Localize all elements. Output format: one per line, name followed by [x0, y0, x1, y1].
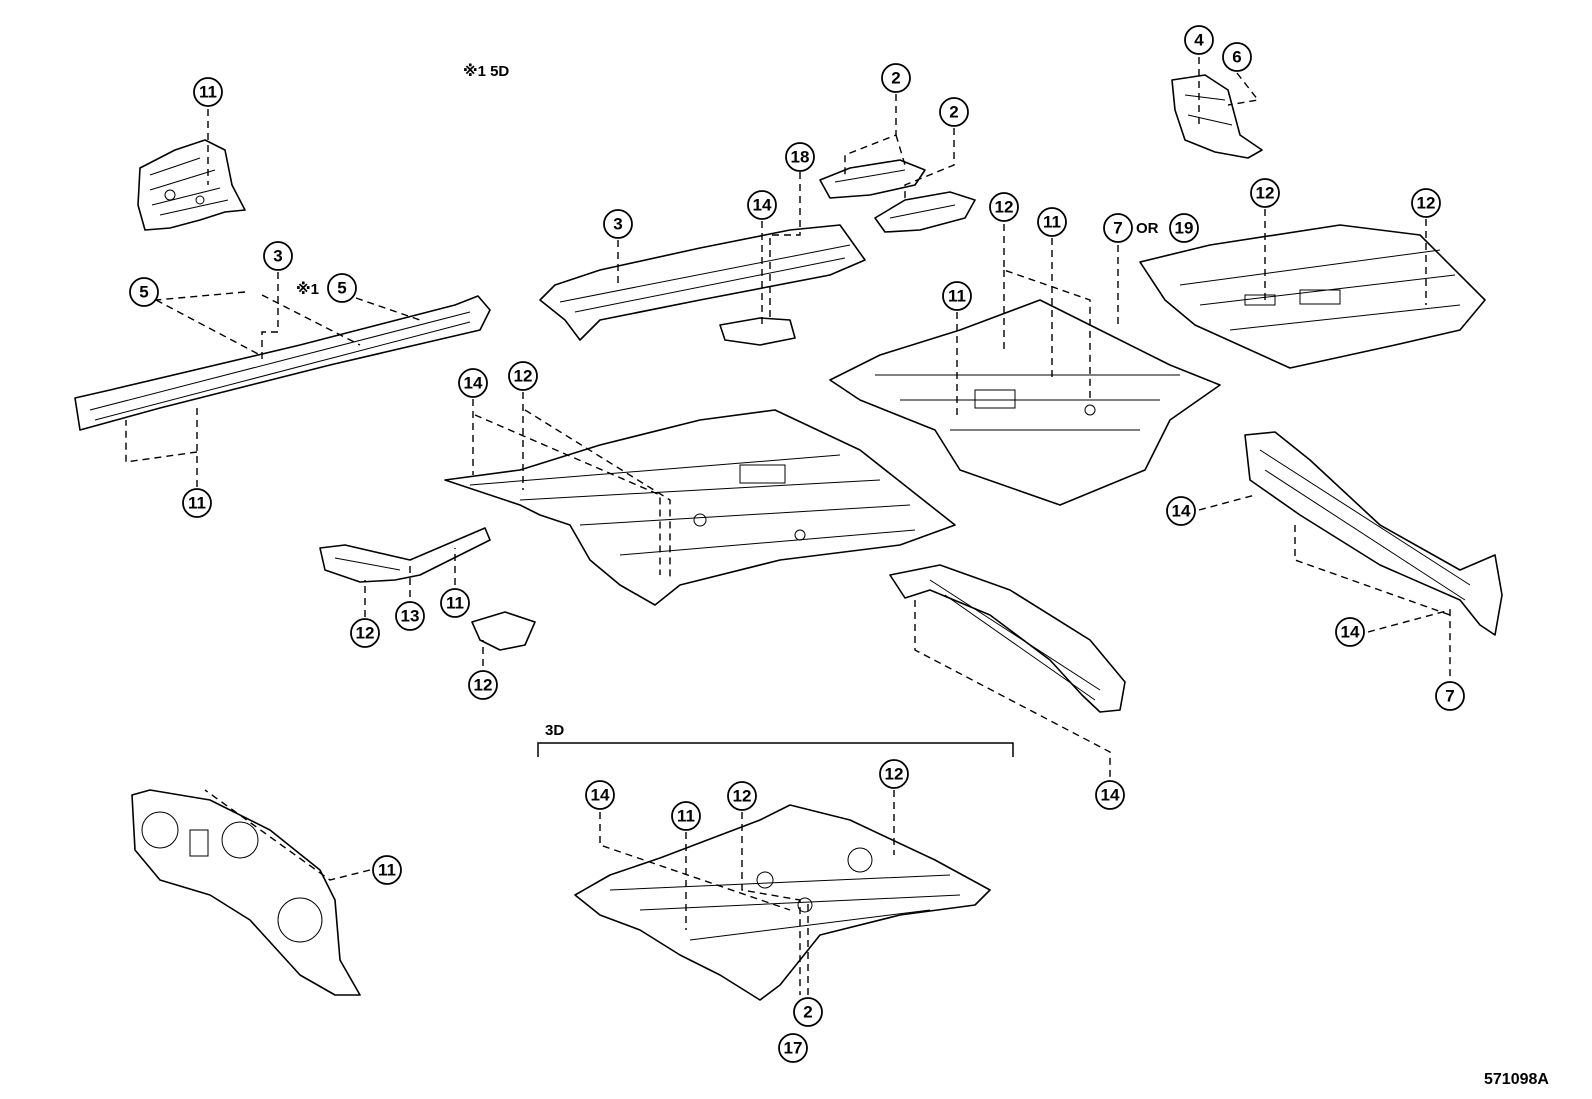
callout-12-right-pan-b: 12 [1411, 188, 1441, 218]
part-side-rail-rear-center [889, 564, 1126, 713]
svg-text:7: 7 [1445, 687, 1454, 706]
svg-text:12: 12 [474, 676, 493, 695]
callout-2-upper: 2 [881, 63, 911, 93]
callout-11-bracket: 11 [440, 588, 470, 618]
svg-text:2: 2 [803, 1003, 812, 1022]
svg-text:3: 3 [613, 215, 622, 234]
callout-7-lower: 7 [1435, 681, 1465, 711]
callout-12-front-pan: 12 [508, 361, 538, 391]
part-bracket-small-center [719, 317, 796, 346]
note-variant-5d: ※1 5D [463, 62, 509, 80]
svg-text:14: 14 [464, 374, 483, 393]
part-bracket-13 [319, 527, 491, 583]
svg-text:11: 11 [199, 83, 217, 102]
callout-2-3d: 2 [793, 997, 823, 1027]
svg-text:14: 14 [1172, 502, 1191, 521]
callout-12-bracket-left: 12 [350, 618, 380, 648]
svg-text:11: 11 [188, 494, 206, 513]
callout-12-center-right: 12 [989, 192, 1019, 222]
part-bracket-top-right [1171, 74, 1263, 159]
callout-6: 6 [1222, 42, 1252, 72]
svg-text:5: 5 [337, 279, 346, 298]
callout-11-dash: 11 [372, 855, 402, 885]
note-or: OR [1136, 220, 1159, 237]
part-apron-top-left [137, 139, 246, 231]
callout-18: 18 [785, 142, 815, 172]
callout-14-3d: 14 [585, 780, 615, 810]
svg-text:14: 14 [753, 196, 772, 215]
callout-17: 17 [778, 1033, 808, 1063]
part-rocker-rail-left [74, 295, 491, 431]
callout-14-center: 14 [747, 190, 777, 220]
callout-14-center-rail: 14 [1095, 780, 1125, 810]
svg-text:6: 6 [1232, 48, 1241, 67]
svg-text:5: 5 [139, 283, 148, 302]
svg-text:12: 12 [995, 198, 1014, 217]
callout-14-front-pan: 14 [458, 368, 488, 398]
svg-text:13: 13 [401, 607, 420, 626]
callout-4: 4 [1184, 25, 1214, 55]
callout-7-upper: 7 [1103, 213, 1133, 243]
callout-11-3d: 11 [671, 801, 701, 831]
callout-3-center: 3 [603, 209, 633, 239]
callout-5-variant: 5 [327, 273, 357, 303]
svg-text:11: 11 [446, 594, 464, 613]
svg-text:12: 12 [356, 624, 375, 643]
callout-2-second: 2 [939, 97, 969, 127]
svg-text:3: 3 [273, 247, 282, 266]
svg-text:12: 12 [1417, 194, 1436, 213]
svg-text:11: 11 [948, 287, 966, 306]
part-bracket-12-lower [471, 611, 536, 651]
callout-5-left: 5 [129, 277, 159, 307]
svg-text:12: 12 [514, 367, 533, 386]
part-reinforcement-2a [819, 159, 926, 199]
callout-12-3d-a: 12 [727, 781, 757, 811]
svg-text:18: 18 [791, 148, 810, 167]
part-floor-pan-rear-right [1139, 224, 1486, 369]
callout-12-right-pan-a: 12 [1250, 178, 1280, 208]
svg-text:12: 12 [733, 787, 752, 806]
svg-text:11: 11 [378, 861, 396, 880]
part-floor-pan-3d [574, 804, 991, 1001]
part-floor-pan-front [444, 409, 956, 606]
part-cross-member-center [539, 224, 866, 341]
callout-12-lower-bracket: 12 [468, 670, 498, 700]
svg-text:4: 4 [1194, 31, 1204, 50]
note-variant-mark: ※1 [296, 280, 319, 298]
figure-id: 571098A [1484, 1071, 1549, 1088]
svg-text:14: 14 [1341, 623, 1360, 642]
callout-3-left: 3 [263, 241, 293, 271]
part-side-rail-rear-right [1244, 431, 1503, 636]
callout-11-center-right: 11 [1037, 207, 1067, 237]
svg-text:11: 11 [1043, 213, 1061, 232]
svg-text:2: 2 [949, 103, 958, 122]
svg-text:11: 11 [677, 807, 695, 826]
callout-11-top-left: 11 [193, 77, 223, 107]
callout-14-right-rail-a: 14 [1166, 496, 1196, 526]
svg-text:12: 12 [1256, 184, 1275, 203]
svg-text:14: 14 [591, 786, 610, 805]
svg-text:14: 14 [1101, 786, 1120, 805]
callout-12-3d-b: 12 [879, 759, 909, 789]
note-3d-group: 3D [545, 722, 564, 739]
part-dash-panel [131, 789, 361, 996]
leader-lines [125, 57, 1451, 995]
svg-text:17: 17 [784, 1039, 803, 1058]
svg-text:2: 2 [891, 69, 900, 88]
callout-11-left-rail: 11 [182, 488, 212, 518]
svg-text:7: 7 [1113, 219, 1122, 238]
callout-19: 19 [1169, 213, 1199, 243]
svg-text:12: 12 [885, 765, 904, 784]
callout-11-center-pan: 11 [942, 281, 972, 311]
callout-14-right-rail-b: 14 [1335, 617, 1365, 647]
svg-text:19: 19 [1175, 219, 1194, 238]
part-floor-pan-center-right [829, 299, 1221, 506]
callout-13: 13 [395, 601, 425, 631]
bracket-3d-group [537, 742, 1014, 757]
part-reinforcement-2b [874, 191, 976, 233]
